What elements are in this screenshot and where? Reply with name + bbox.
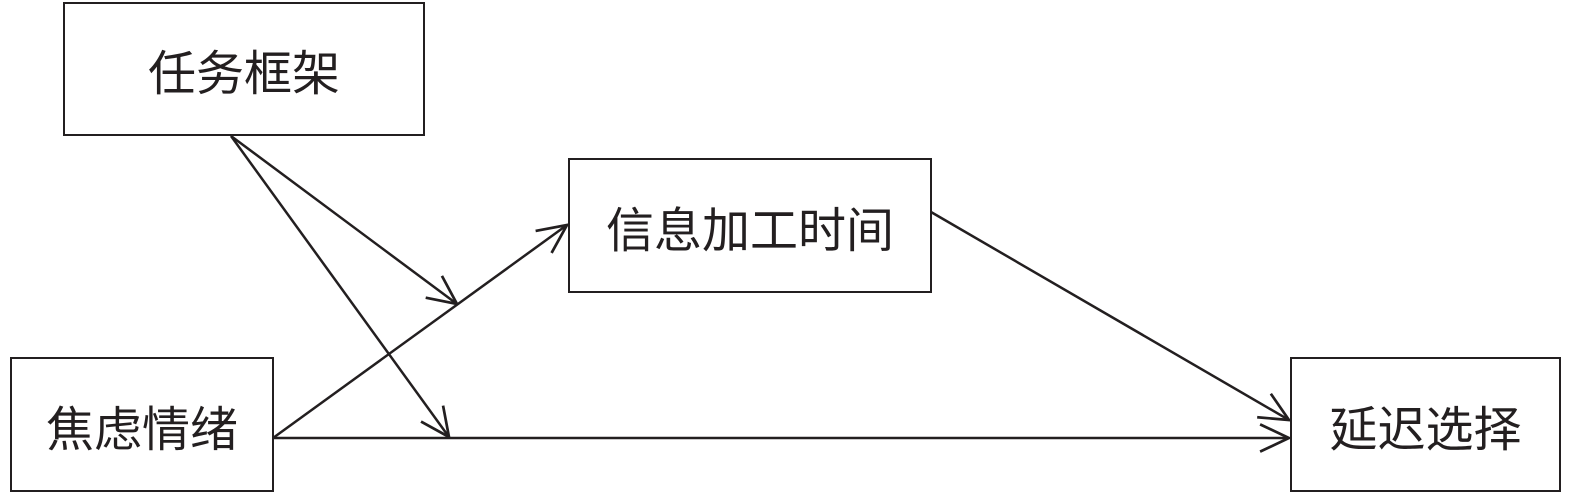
node-anxiety: 焦虑情绪	[10, 357, 274, 492]
node-delay-choice-label: 延迟选择	[1329, 401, 1522, 458]
node-info-processing-time: 信息加工时间	[568, 158, 932, 293]
arrow-task-frame-moderates-direct-path	[229, 135, 449, 437]
node-task-frame-label: 任务框架	[147, 46, 340, 102]
arrow-anxiety-to-info-time	[272, 225, 567, 440]
node-anxiety-label: 焦虑情绪	[45, 401, 238, 458]
node-delay-choice: 延迟选择	[1290, 357, 1561, 492]
node-task-frame: 任务框架	[63, 2, 425, 136]
node-info-processing-time-label: 信息加工时间	[605, 202, 894, 259]
arrow-task-frame-moderates-path-a	[230, 134, 457, 304]
arrow-info-time-to-delay-choice	[930, 210, 1289, 420]
